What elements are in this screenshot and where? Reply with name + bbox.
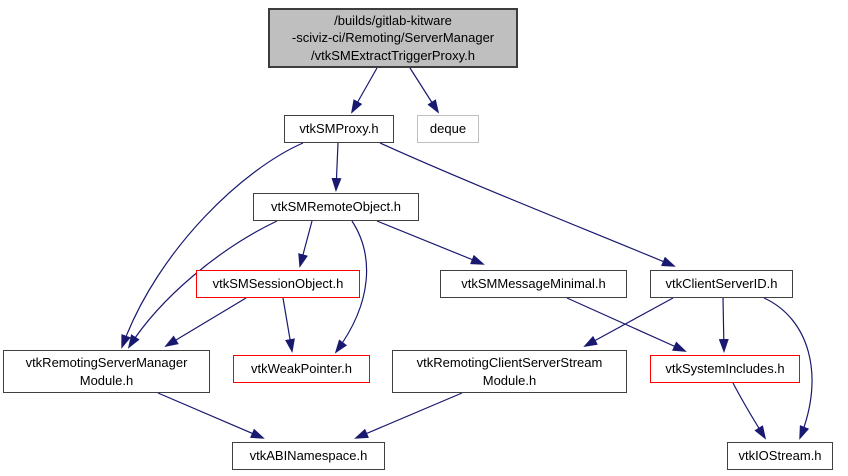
node-vtkRemotingClientServerStreamModule[interactable]: vtkRemotingClientServerStream Module.h	[392, 350, 627, 393]
edge-vtkSMProxy-to-vtkSMRemoteObject	[331, 142, 342, 192]
node-vtkClientServerID[interactable]: vtkClientServerID.h	[650, 270, 793, 298]
edge-main-to-vtkSMProxy	[351, 67, 378, 114]
edge-vtkSMProxy-to-vtkClientServerID	[379, 142, 676, 267]
node-vtkABINamespace[interactable]: vtkABINamespace.h	[232, 442, 385, 470]
edge-vtkSMSessionObject-to-vtkRemotingServerManagerModule	[164, 297, 247, 348]
edge-vtkSMRemoteObject-to-vtkRemotingServerManagerModule	[127, 220, 278, 349]
edge-vtkSMSessionObject-to-vtkWeakPointer	[282, 297, 295, 353]
edge-vtkSystemIncludes-to-vtkIOStream	[732, 382, 767, 440]
node-vtkSMSessionObject[interactable]: vtkSMSessionObject.h	[196, 270, 360, 298]
edge-vtkRemotingServerManagerModule-to-vtkABINamespace	[157, 392, 265, 439]
edge-vtkSMProxy-to-vtkRemotingServerManagerModule	[121, 142, 304, 349]
edge-vtkRemotingClientServerStreamModule-to-vtkABINamespace	[354, 392, 463, 439]
node-vtkSystemIncludes[interactable]: vtkSystemIncludes.h	[650, 355, 800, 383]
node-main: /builds/gitlab-kitware -sciviz-ci/Remoti…	[268, 8, 518, 68]
edge-vtkSMRemoteObject-to-vtkWeakPointer	[334, 220, 368, 354]
node-vtkSMMessageMinimal[interactable]: vtkSMMessageMinimal.h	[440, 270, 627, 298]
edge-vtkClientServerID-to-vtkRemotingClientServerStreamModule	[583, 297, 674, 347]
edge-vtkSMRemoteObject-to-vtkSMMessageMinimal	[376, 220, 485, 265]
edge-vtkClientServerID-to-vtkSystemIncludes	[718, 297, 729, 353]
node-vtkSMRemoteObject[interactable]: vtkSMRemoteObject.h	[253, 193, 419, 221]
node-vtkSMProxy[interactable]: vtkSMProxy.h	[284, 115, 394, 143]
node-deque: deque	[417, 115, 479, 143]
edge-vtkClientServerID-to-vtkIOStream	[763, 297, 813, 440]
edge-main-to-deque	[409, 67, 440, 114]
node-vtkIOStream[interactable]: vtkIOStream.h	[727, 442, 833, 470]
edge-vtkSMRemoteObject-to-vtkSMSessionObject	[298, 220, 313, 268]
edge-vtkSMMessageMinimal-to-vtkSystemIncludes	[566, 297, 687, 352]
node-vtkRemotingServerManagerModule[interactable]: vtkRemotingServerManager Module.h	[3, 350, 210, 393]
node-vtkWeakPointer[interactable]: vtkWeakPointer.h	[233, 355, 370, 383]
